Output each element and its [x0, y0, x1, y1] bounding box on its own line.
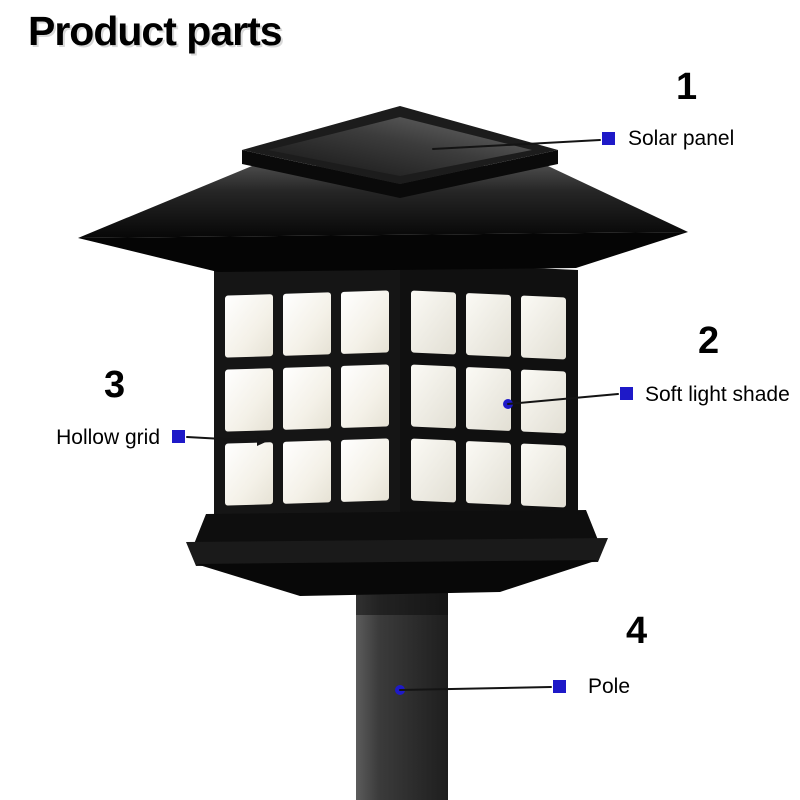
- marker-pole: [553, 680, 566, 693]
- roof: [78, 166, 688, 272]
- part-label-pole: Pole: [588, 675, 631, 698]
- part-number-1: 1: [676, 66, 698, 108]
- hollow-grid: [214, 262, 578, 525]
- leader-line-pole: [399, 686, 552, 691]
- part-number-4: 4: [626, 610, 648, 652]
- part-number-2: 2: [698, 320, 720, 362]
- part-number-3: 3: [104, 364, 126, 406]
- solar-panel: [242, 106, 558, 198]
- leader-line-hollow-grid: [186, 436, 261, 442]
- marker-solar-panel: [602, 132, 615, 145]
- leader-line-solar-panel: [432, 139, 601, 150]
- arrow-hollow-grid: [257, 436, 268, 446]
- leader-line-soft-light-shade: [507, 393, 619, 405]
- marker-hollow-grid: [172, 430, 185, 443]
- page-title: Product parts: [28, 8, 283, 54]
- part-label-hollow-grid: Hollow grid: [56, 426, 160, 449]
- base: [186, 510, 608, 596]
- annotations: [172, 132, 633, 695]
- marker-soft-light-shade: [620, 387, 633, 400]
- part-label-soft-light-shade: Soft light shade: [645, 383, 790, 406]
- pole: [356, 560, 448, 800]
- part-label-solar-panel: Solar panel: [628, 127, 735, 150]
